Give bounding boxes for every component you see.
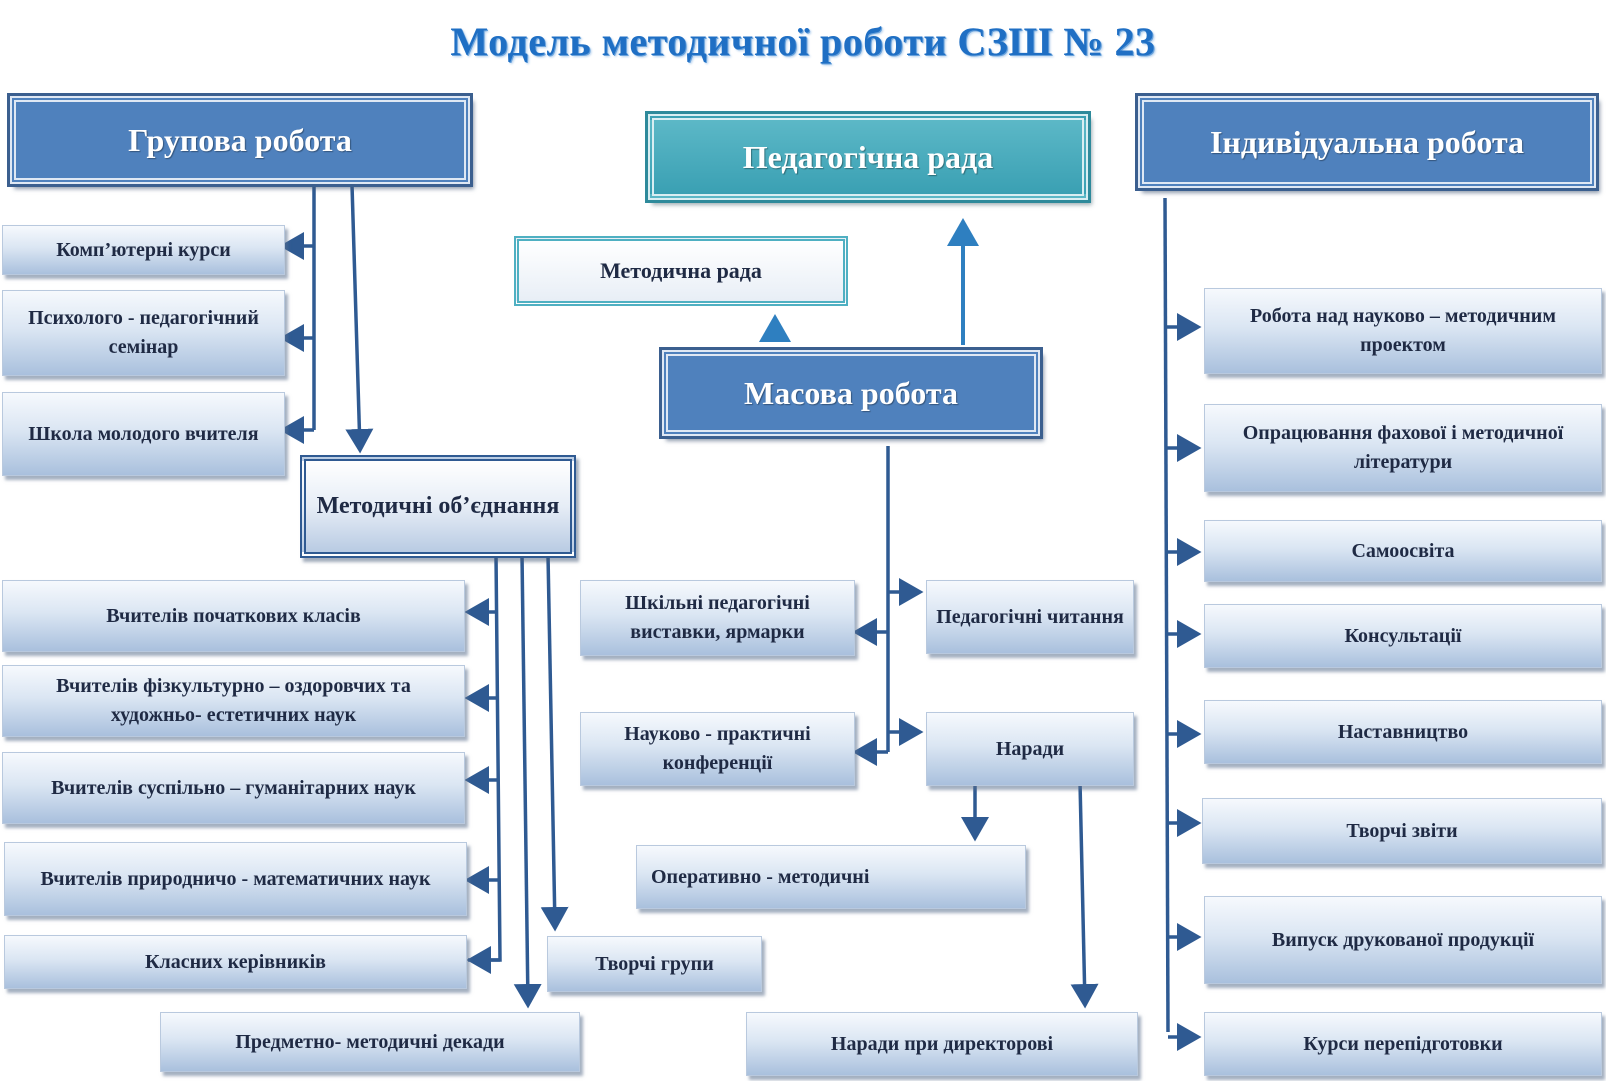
group-item-young-teacher: Школа молодого вчителя xyxy=(2,392,285,476)
association-item-science-math: Вчителів природничо - математичних наук xyxy=(4,842,467,916)
association-item-label: Класних керівників xyxy=(145,950,326,973)
mass-item-director-meetings: Наради при директорові xyxy=(746,1012,1138,1076)
methodical-council-box: Методична рада xyxy=(514,236,848,306)
arrow-to-associations xyxy=(345,184,374,454)
mass-item-label: Оперативно - методичні xyxy=(651,865,870,888)
mass-item-operative: Оперативно - методичні xyxy=(636,845,1026,909)
mass-item-label: Педагогічні читання xyxy=(936,605,1124,628)
individual-work-header: Індивідуальна робота xyxy=(1135,93,1599,191)
mass-item-label: Наради xyxy=(995,737,1065,760)
association-item-label: Вчителів природничо - математичних наук xyxy=(40,867,431,890)
mass-item-conferences: Науково - практичні конференції xyxy=(580,712,855,786)
individual-item-label: Самоосвіта xyxy=(1351,539,1455,562)
group-item-label: Психолого - педагогічний семінар xyxy=(28,307,259,358)
individual-item-creative-reports: Творчі звіти xyxy=(1202,798,1602,864)
individual-item-literature: Опрацювання фахової і методичної літерат… xyxy=(1204,404,1602,492)
methodical-associations-label: Методичні об’єднання xyxy=(316,492,560,519)
group-item-label: Школа молодого вчителя xyxy=(28,422,259,445)
subject-decades-box: Предметно- методичні декади xyxy=(160,1012,580,1072)
individual-item-label: Наставництво xyxy=(1337,720,1469,743)
individual-item-label: Курси перепідготовки xyxy=(1303,1032,1503,1055)
individual-item-label: Творчі звіти xyxy=(1346,819,1458,842)
individual-item-label: Робота над науково – методичним проектом xyxy=(1250,305,1556,356)
group-item-computer-courses: Комп’ютерні курси xyxy=(2,225,285,275)
association-item-label: Вчителів суспільно – гуманітарних наук xyxy=(51,776,416,799)
page-title: Модель методичної роботи СЗШ № 23 xyxy=(450,19,1156,64)
arrow-to-director-meetings xyxy=(1070,781,1099,1009)
pedagogical-council-header: Педагогічна рада xyxy=(645,111,1091,203)
subject-decades-label: Предметно- методичні декади xyxy=(235,1030,505,1053)
mass-item-meetings: Наради xyxy=(926,712,1134,786)
mass-work-label: Масова робота xyxy=(744,374,958,411)
individual-item-label: Консультації xyxy=(1344,624,1462,647)
individual-item-retraining: Курси перепідготовки xyxy=(1204,1012,1602,1076)
individual-item-project: Робота над науково – методичним проектом xyxy=(1204,288,1602,374)
individual-item-label: Випуск друкованої продукції xyxy=(1271,928,1535,951)
association-item-label: Вчителів фізкультурно – оздоровчих та ху… xyxy=(56,675,411,726)
group-item-label: Комп’ютерні курси xyxy=(56,238,231,261)
individual-work-label: Індивідуальна робота xyxy=(1209,123,1525,160)
individual-item-mentoring: Наставництво xyxy=(1204,700,1602,764)
individual-item-printed: Випуск друкованої продукції xyxy=(1204,896,1602,984)
association-item-pe-arts: Вчителів фізкультурно – оздоровчих та ху… xyxy=(2,665,465,737)
arrow-to-decades xyxy=(513,554,542,1009)
methodical-associations-box: Методичні об’єднання xyxy=(300,455,576,558)
associations-trunk-line xyxy=(468,554,502,962)
mass-work-header: Масова робота xyxy=(659,347,1043,439)
methodical-council-label: Методична рада xyxy=(600,258,762,283)
mass-item-exhibitions: Шкільні педагогічні виставки, ярмарки xyxy=(580,580,855,656)
individual-trunk-line xyxy=(1163,197,1170,1033)
association-item-humanities: Вчителів суспільно – гуманітарних наук xyxy=(2,752,465,824)
individual-item-consultations: Консультації xyxy=(1204,604,1602,668)
association-item-class-teachers: Класних керівників xyxy=(4,935,467,989)
mass-item-label: Шкільні педагогічні виставки, ярмарки xyxy=(625,592,810,643)
group-item-seminar: Психолого - педагогічний семінар xyxy=(2,290,285,376)
individual-item-self-education: Самоосвіта xyxy=(1204,520,1602,582)
mass-item-readings: Педагогічні читання xyxy=(926,580,1134,654)
group-work-header: Групова робота xyxy=(7,93,473,187)
individual-item-label: Опрацювання фахової і методичної літерат… xyxy=(1242,422,1564,473)
creative-groups-box: Творчі групи xyxy=(547,936,762,992)
arrow-to-creative-groups xyxy=(540,554,569,932)
mass-item-label: Наради при директорові xyxy=(830,1032,1054,1055)
association-item-primary: Вчителів початкових класів xyxy=(2,580,465,652)
creative-groups-label: Творчі групи xyxy=(595,952,714,975)
group-work-label: Групова робота xyxy=(128,121,352,158)
mass-item-label: Науково - практичні конференції xyxy=(624,723,811,774)
association-item-label: Вчителів початкових класів xyxy=(106,604,361,627)
pedagogical-council-label: Педагогічна рада xyxy=(742,138,994,175)
